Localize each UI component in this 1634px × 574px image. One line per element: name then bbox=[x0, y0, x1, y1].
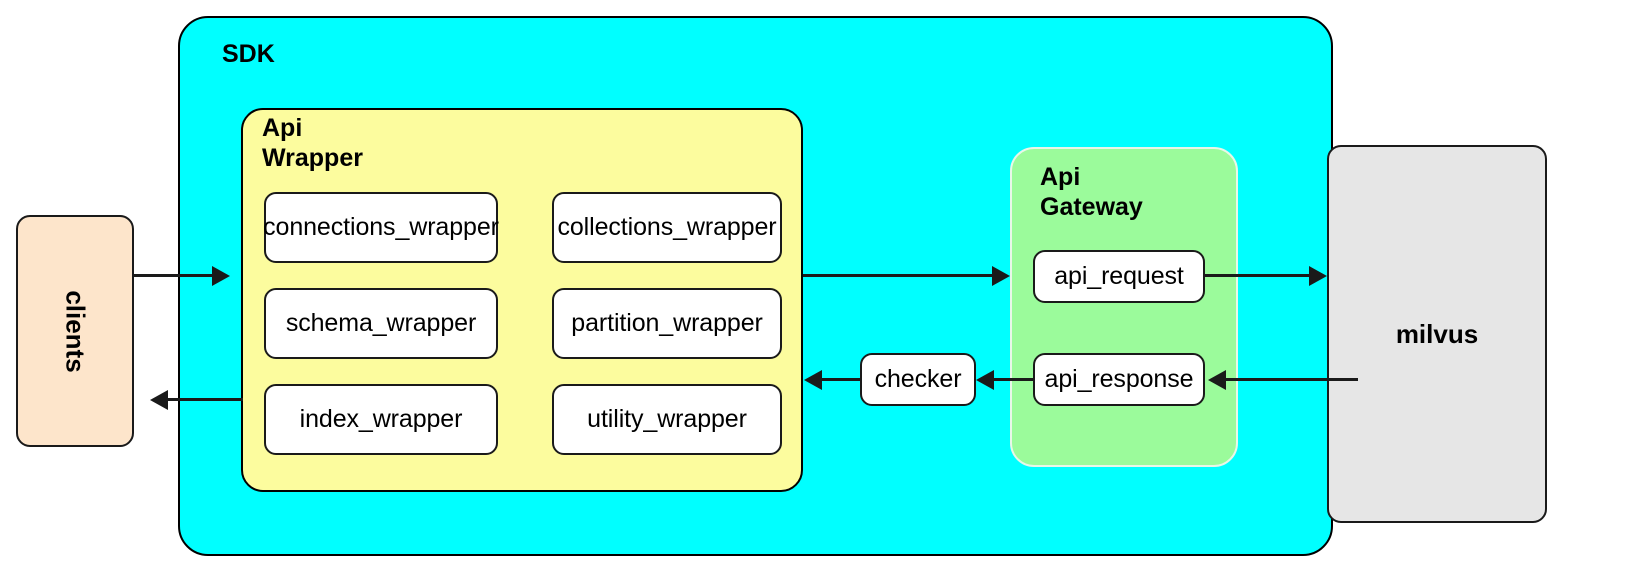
module-connections-wrapper[interactable]: connections_wrapper bbox=[263, 192, 499, 263]
module-collections-wrapper[interactable]: collections_wrapper bbox=[552, 192, 782, 263]
container-api-wrapper-title: Api Wrapper bbox=[262, 114, 363, 172]
arrowhead-milvus-to-apiresponse bbox=[1208, 370, 1226, 390]
arrowhead-apirequest-to-milvus bbox=[1309, 266, 1327, 286]
node-milvus[interactable]: milvus bbox=[1327, 145, 1547, 523]
arrowhead-checker-to-wrapper bbox=[804, 370, 822, 390]
connector-clients-to-wrapper bbox=[134, 274, 216, 277]
module-partition-wrapper[interactable]: partition_wrapper bbox=[552, 288, 782, 359]
node-clients-label: clients bbox=[60, 289, 91, 373]
connector-apiresponse-to-checker bbox=[994, 378, 1033, 381]
container-sdk-title: SDK bbox=[222, 40, 275, 68]
module-api-response[interactable]: api_response bbox=[1033, 353, 1205, 406]
connector-checker-to-wrapper bbox=[822, 378, 860, 381]
connector-wrapper-to-clients bbox=[168, 398, 243, 401]
connector-wrapper-to-gateway bbox=[803, 274, 996, 277]
arrowhead-wrapper-to-clients bbox=[150, 390, 168, 410]
connector-apirequest-to-milvus bbox=[1205, 274, 1313, 277]
node-clients[interactable]: clients bbox=[16, 215, 134, 447]
module-api-request[interactable]: api_request bbox=[1033, 250, 1205, 303]
connector-milvus-to-apiresponse bbox=[1226, 378, 1358, 381]
arrowhead-clients-to-wrapper bbox=[212, 266, 230, 286]
node-checker[interactable]: checker bbox=[860, 353, 976, 406]
module-utility-wrapper[interactable]: utility_wrapper bbox=[552, 384, 782, 455]
container-api-gateway-title: Api Gateway bbox=[1040, 163, 1143, 221]
module-schema-wrapper[interactable]: schema_wrapper bbox=[264, 288, 498, 359]
module-index-wrapper[interactable]: index_wrapper bbox=[264, 384, 498, 455]
container-api-gateway bbox=[1010, 147, 1238, 467]
arrowhead-wrapper-to-gateway bbox=[992, 266, 1010, 286]
arrowhead-apiresponse-to-checker bbox=[976, 370, 994, 390]
